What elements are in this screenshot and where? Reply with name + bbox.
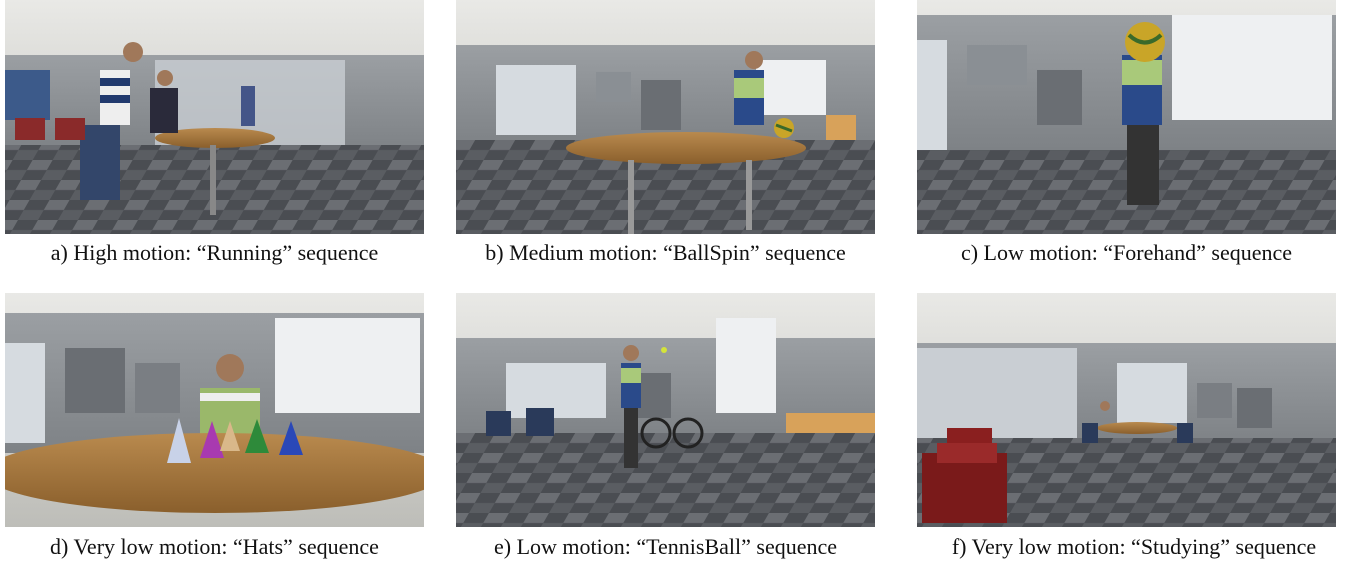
ballspin-photo bbox=[456, 0, 875, 234]
caption-forehand: c) Low motion: “Forehand” sequence bbox=[960, 240, 1293, 265]
studying-photo bbox=[917, 293, 1336, 527]
hats-photo bbox=[5, 293, 424, 527]
caption-tennisball: e) Low motion: “TennisBall” sequence bbox=[493, 534, 838, 559]
forehand-photo bbox=[917, 0, 1336, 234]
caption-running: a) High motion: “Running” sequence bbox=[50, 240, 379, 265]
tennisball-photo bbox=[456, 293, 875, 527]
caption-ballspin: b) Medium motion: “BallSpin” sequence bbox=[485, 240, 846, 265]
caption-hats: d) Very low motion: “Hats” sequence bbox=[50, 534, 379, 559]
running-photo bbox=[5, 0, 424, 234]
caption-studying: f) Very low motion: “Studying” sequence bbox=[951, 534, 1317, 559]
